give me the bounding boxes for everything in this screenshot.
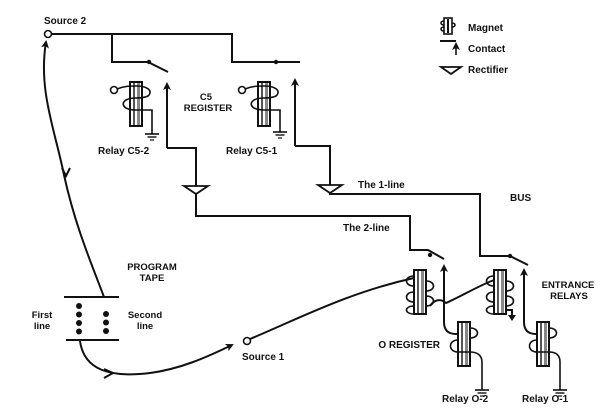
rectifier-2-line bbox=[181, 185, 211, 196]
relay-o-1 bbox=[528, 321, 568, 397]
tape-to-source1-mid-arrow bbox=[103, 368, 116, 379]
second-line-label-1: Second bbox=[128, 310, 163, 321]
two-line-wire bbox=[167, 147, 445, 260]
magnet-icon bbox=[440, 17, 456, 35]
contact-icon bbox=[440, 40, 460, 55]
o-register-label: O REGISTER bbox=[378, 340, 440, 351]
legend-magnet-label: Magnet bbox=[468, 23, 504, 34]
first-line-label-1: First bbox=[32, 310, 53, 321]
tape-to-source2-mid-arrow bbox=[61, 167, 71, 179]
program-tape-label-line2: TAPE bbox=[140, 273, 165, 284]
relay-c5-1-label: Relay C5-1 bbox=[226, 146, 278, 157]
rectifier-icon bbox=[438, 66, 464, 76]
tape-to-source2-path bbox=[41, 40, 105, 298]
tape-hole bbox=[103, 311, 109, 317]
second-line-label-2: line bbox=[137, 321, 153, 332]
source1-terminal bbox=[242, 336, 252, 346]
legend-rectifier-label: Rectifier bbox=[468, 65, 508, 76]
entrance-relays-label-line2: RELAYS bbox=[550, 291, 588, 302]
tape-hole bbox=[76, 320, 82, 326]
source1-to-o-register-wire bbox=[249, 277, 415, 340]
program-tape bbox=[64, 296, 119, 341]
o2-contact-lead bbox=[443, 321, 458, 335]
two-line-label: The 2-line bbox=[343, 223, 390, 234]
entrance-relays-label-line1: ENTRANCE bbox=[542, 280, 595, 291]
tape-hole bbox=[76, 303, 82, 309]
relay-c5-2-label: Relay C5-2 bbox=[98, 146, 150, 157]
c5-1-contact-pivot bbox=[273, 59, 279, 65]
bus-label: BUS bbox=[510, 193, 531, 204]
o1-contact-lead bbox=[523, 321, 538, 335]
entrance-relay-2 bbox=[405, 269, 495, 315]
tape-hole bbox=[103, 328, 109, 334]
c5-2-contact-arm bbox=[111, 34, 169, 73]
source2-bus-wire bbox=[52, 33, 300, 63]
o2-contact-pivot bbox=[427, 252, 433, 258]
relay-o-2-label: Relay O-2 bbox=[442, 394, 489, 405]
tape-hole bbox=[76, 311, 82, 318]
relay-o-2 bbox=[449, 321, 490, 397]
source2-terminal bbox=[43, 29, 53, 39]
one-line-wire bbox=[295, 145, 529, 266]
c5-2-contact-pivot bbox=[146, 59, 152, 65]
rectifier-1-line bbox=[315, 184, 345, 195]
c5-register-label-line1: C5 bbox=[200, 92, 213, 103]
second-line-holes bbox=[103, 311, 109, 334]
entrance-relay-1 bbox=[485, 269, 516, 321]
tape-hole bbox=[103, 319, 109, 326]
legend-contact-label: Contact bbox=[468, 44, 506, 55]
tape-to-source1-path bbox=[79, 340, 234, 376]
first-line-label-2: line bbox=[34, 321, 50, 332]
relay-c5-1 bbox=[237, 81, 288, 139]
relay-c5-2 bbox=[109, 81, 160, 141]
legend: Magnet Contact Rectifier bbox=[438, 17, 508, 76]
tape-hole bbox=[76, 328, 82, 335]
source1-label: Source 1 bbox=[242, 352, 285, 363]
program-tape-label-line1: PROGRAM bbox=[127, 262, 177, 273]
source2-label: Source 2 bbox=[44, 16, 87, 27]
first-line-holes bbox=[76, 303, 82, 335]
one-line-label: The 1-line bbox=[358, 180, 405, 191]
o1-contact-pivot bbox=[507, 253, 513, 259]
c5-register-label-line2: REGISTER bbox=[184, 103, 233, 114]
relay-o-1-label: Relay O-1 bbox=[522, 394, 569, 405]
